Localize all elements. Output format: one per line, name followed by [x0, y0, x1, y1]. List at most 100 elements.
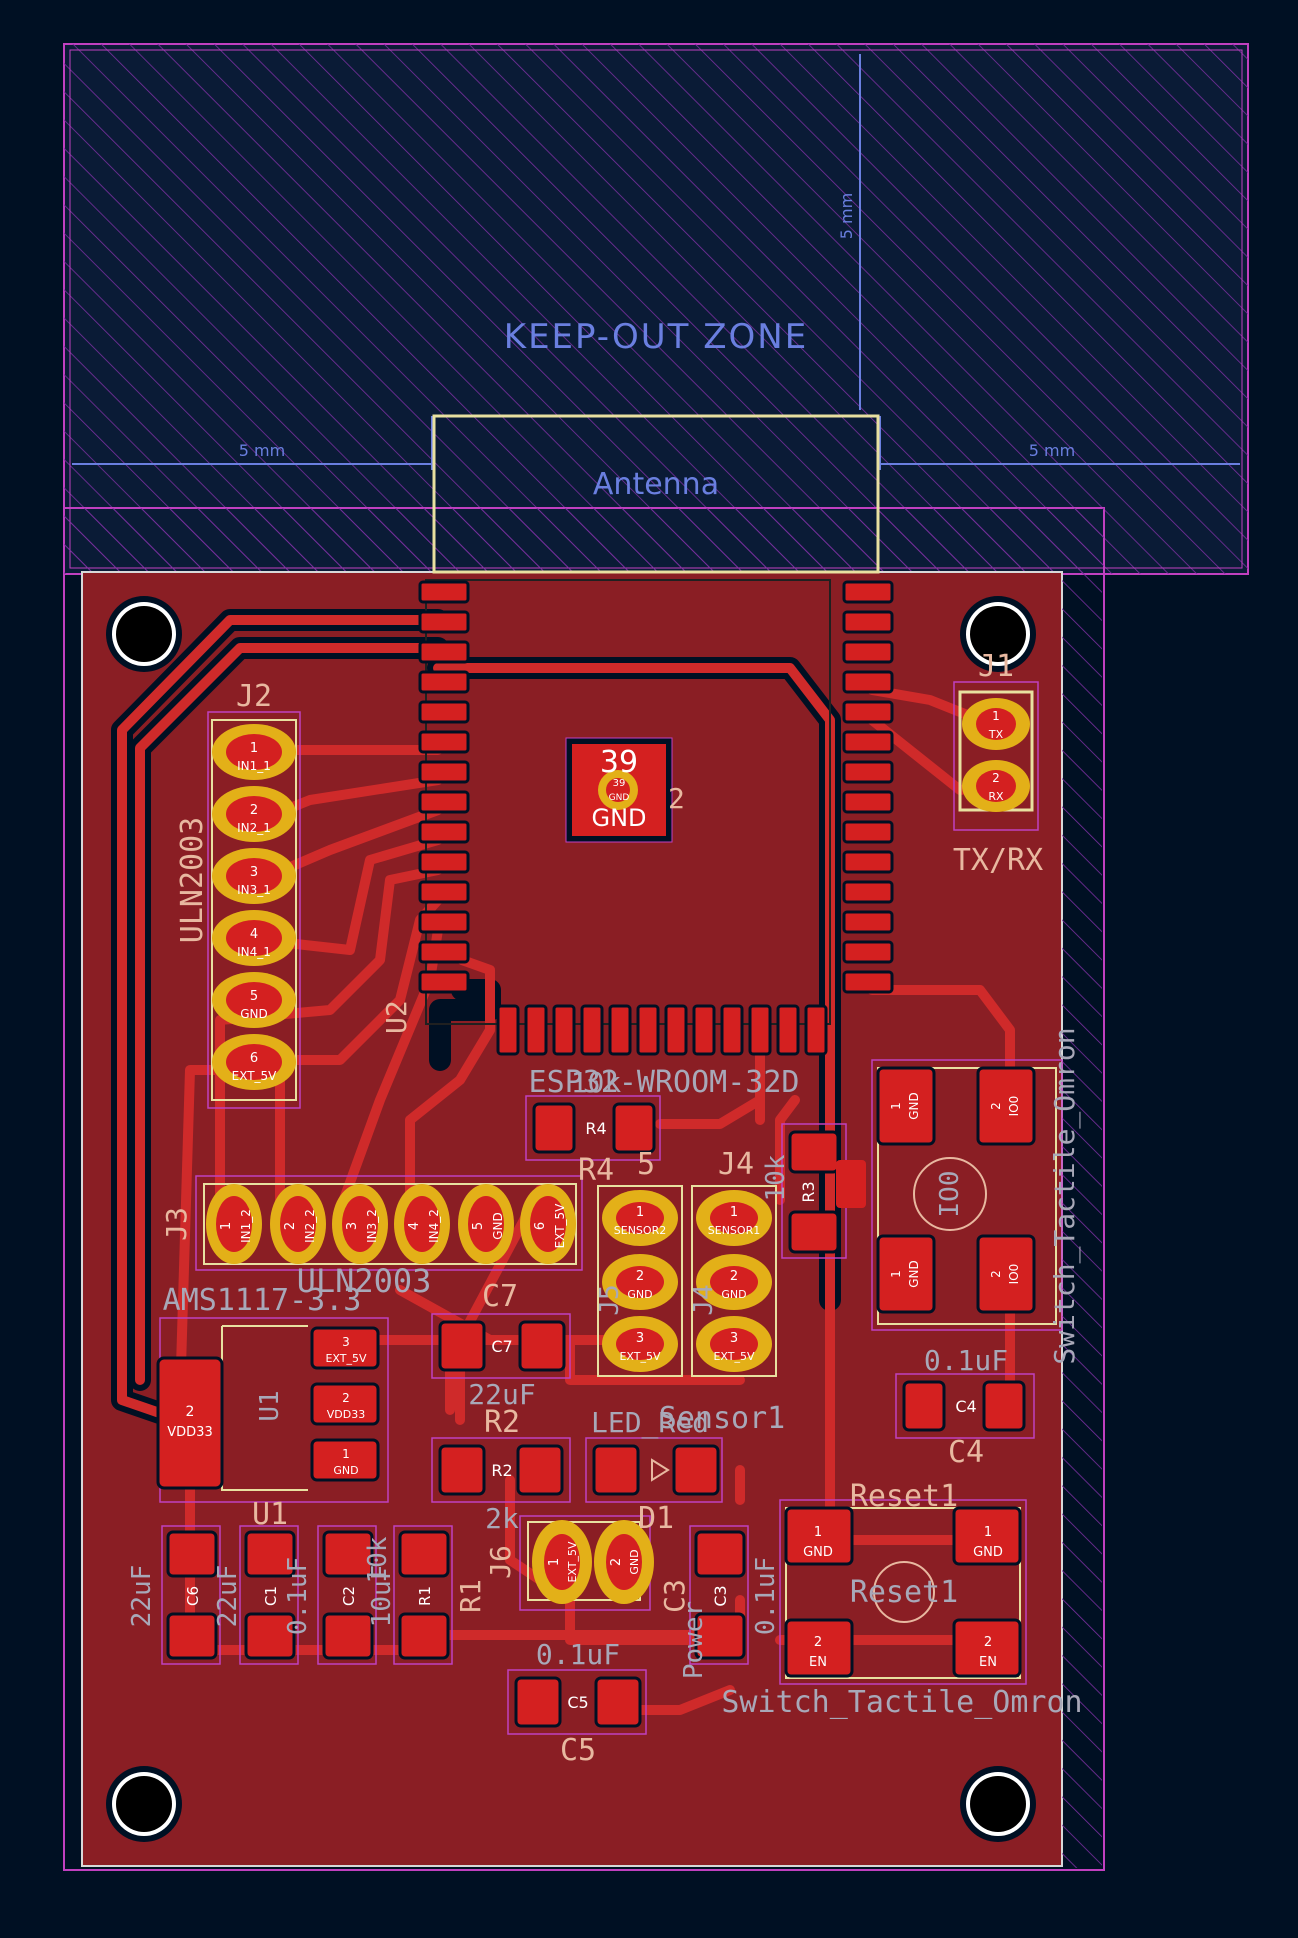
svg-text:EXT_5V: EXT_5V [566, 1541, 579, 1583]
board-courtyard-hatch [64, 508, 1104, 574]
j3-ref: J3 [160, 1207, 193, 1241]
svg-text:3: 3 [342, 1335, 350, 1349]
j2-pin-labels: 1 IN1_1 2 IN2_1 3 IN3_1 4 IN4_1 5 GND 6 … [232, 741, 278, 1083]
reset-ref: Reset1 [850, 1479, 958, 1514]
svg-text:1: 1 [984, 1525, 992, 1540]
antenna-outline [432, 414, 880, 574]
u1-ref: U1 [252, 1497, 288, 1532]
io0-pin-labels: 1 GND 2 IO0 1 GND 2 IO0 [889, 1092, 1021, 1288]
c2x-value: 22uF [213, 1565, 243, 1628]
svg-text:IN4_1: IN4_1 [237, 945, 271, 959]
r3-fab: R3 [799, 1181, 818, 1202]
keepout-title: KEEP-OUT ZONE [504, 317, 808, 357]
c5-fab: C5 [567, 1693, 588, 1712]
j1-pin2-name: RX [988, 790, 1004, 803]
j5-header [597, 1185, 683, 1377]
svg-text:5: 5 [471, 1222, 486, 1230]
j3-header [195, 1175, 583, 1271]
svg-text:GND: GND [907, 1260, 921, 1288]
svg-text:2: 2 [283, 1222, 298, 1230]
d1-ref: D1 [638, 1501, 674, 1536]
c4-capacitor [895, 1373, 1035, 1439]
c7-fab: C7 [491, 1337, 512, 1356]
svg-text:5: 5 [250, 989, 258, 1004]
esp32-bottom-pads [496, 1004, 828, 1056]
j3-value: ULN2003 [297, 1262, 432, 1300]
svg-text:GND: GND [907, 1092, 921, 1120]
svg-text:IN2_2: IN2_2 [303, 1209, 317, 1243]
svg-text:IN2_1: IN2_1 [237, 821, 271, 835]
c5-value: 0.1uF [536, 1638, 620, 1671]
u1-value: AMS1117-3.3 [163, 1283, 362, 1318]
j2-ref: J2 [236, 679, 272, 714]
reset-fab: Reset1 [850, 1575, 958, 1610]
mounting-hole-tl [106, 596, 182, 672]
j5-side-label: J5 [595, 1284, 625, 1315]
svg-text:6: 6 [533, 1222, 548, 1230]
mounting-hole-br [960, 1766, 1036, 1842]
svg-text:3: 3 [636, 1331, 644, 1346]
esp32-gnd-small-num: 39 [613, 778, 626, 789]
svg-text:1: 1 [250, 741, 258, 756]
svg-text:6: 6 [250, 1051, 258, 1066]
svg-text:1: 1 [889, 1102, 903, 1110]
svg-text:GND: GND [721, 1288, 746, 1301]
svg-text:EXT_5V: EXT_5V [713, 1350, 755, 1363]
j1-value: TX/RX [953, 843, 1043, 878]
sensor1-value: Sensor1 [659, 1401, 785, 1436]
r3-resistor [781, 1123, 866, 1259]
r4-fab: R4 [585, 1119, 606, 1138]
j6-pin-labels: 1 EXT_5V 2 GND [547, 1541, 641, 1583]
r2-ref: R2 [484, 1405, 520, 1440]
reset-switch [779, 1499, 1027, 1685]
c3-ref: C3 [658, 1579, 691, 1613]
svg-text:2: 2 [250, 803, 258, 818]
svg-text:EXT_5V: EXT_5V [232, 1069, 278, 1083]
d1-led [585, 1437, 723, 1503]
svg-text:1: 1 [547, 1558, 562, 1566]
j2-header [207, 711, 301, 1109]
svg-text:3: 3 [250, 865, 258, 880]
c3-value: 0.1uF [751, 1557, 781, 1635]
j1-ref: J1 [978, 649, 1014, 684]
svg-text:GND: GND [803, 1545, 833, 1560]
svg-text:GND: GND [333, 1464, 358, 1477]
j1-pin2-num: 2 [992, 771, 1000, 785]
r1-ref: R1 [454, 1579, 487, 1613]
svg-text:1: 1 [730, 1205, 738, 1220]
r2-fab: R2 [491, 1461, 512, 1480]
j4-top-label: J4 [718, 1147, 754, 1182]
svg-text:2: 2 [342, 1391, 350, 1405]
io0-value: Switch_Tactile_Omron [1048, 1027, 1082, 1364]
c7-value: 22uF [468, 1378, 535, 1411]
svg-text:EXT_5V: EXT_5V [619, 1350, 661, 1363]
c1-fab: C1 [262, 1586, 280, 1606]
svg-text:1: 1 [219, 1222, 234, 1230]
r1-fab: R1 [416, 1586, 434, 1606]
reset-value: Switch_Tactile_Omron [721, 1685, 1082, 1720]
c3-fab: C3 [711, 1585, 730, 1606]
svg-text:2: 2 [989, 1102, 1003, 1110]
svg-text:2: 2 [186, 1404, 195, 1420]
svg-text:IN4_2: IN4_2 [427, 1209, 441, 1243]
mounting-hole-tr [960, 596, 1036, 672]
j4-header [691, 1185, 777, 1377]
svg-text:IN3_2: IN3_2 [365, 1209, 379, 1243]
reset-pin-labels: 1 GND 1 GND 2 EN 2 EN [803, 1525, 1003, 1670]
c4-value: 0.1uF [924, 1344, 1008, 1377]
svg-text:2: 2 [730, 1269, 738, 1284]
c7-capacitor [431, 1313, 571, 1379]
svg-text:2: 2 [989, 1270, 1003, 1278]
svg-text:2: 2 [814, 1635, 822, 1650]
svg-text:VDD33: VDD33 [327, 1408, 365, 1421]
c4-fab: C4 [955, 1397, 976, 1416]
c6-value: 22uF [127, 1565, 157, 1628]
r4-value: 10k [571, 1066, 622, 1099]
svg-text:4: 4 [250, 927, 258, 942]
svg-text:2: 2 [984, 1635, 992, 1650]
svg-text:EXT_5V: EXT_5V [325, 1352, 367, 1365]
j6-header [519, 1515, 654, 1611]
esp32-left-pads [418, 580, 470, 994]
j4-side-label: J4 [689, 1284, 719, 1315]
